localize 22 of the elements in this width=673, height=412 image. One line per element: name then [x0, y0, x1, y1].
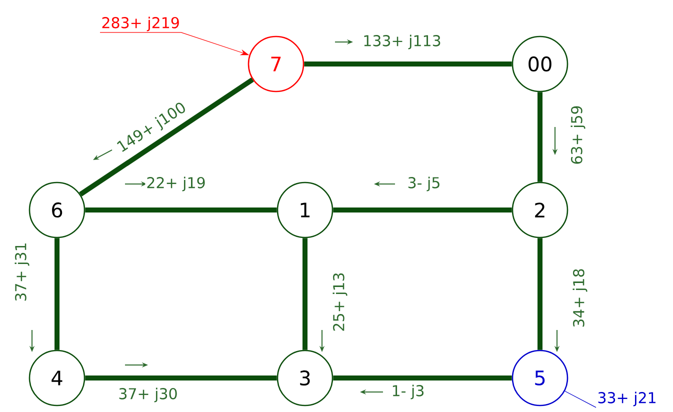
edge-label: 133+ j113	[362, 34, 442, 50]
edge-label: 34+ j18	[572, 267, 588, 329]
line	[304, 62, 512, 66]
edge-label: 37+ j31	[14, 241, 30, 303]
power-label: 33+ j21	[598, 392, 656, 406]
edge-label: 25+ j13	[332, 271, 348, 333]
line	[79, 78, 254, 196]
line	[333, 375, 512, 380]
edge-label: 3- j5	[406, 176, 442, 192]
line	[54, 238, 60, 350]
line	[333, 208, 512, 212]
line	[538, 92, 542, 182]
edge-label: 1- j3	[390, 384, 426, 400]
edge-label: 63+ j59	[570, 104, 586, 166]
edge-label: 37+ j30	[117, 386, 179, 404]
line	[302, 238, 308, 350]
line	[85, 375, 277, 380]
power-label: 283+ j219	[102, 16, 179, 32]
line	[538, 238, 542, 350]
leader-line	[564, 390, 596, 408]
edge-label: 22+ j19	[145, 176, 207, 192]
line	[85, 208, 277, 212]
